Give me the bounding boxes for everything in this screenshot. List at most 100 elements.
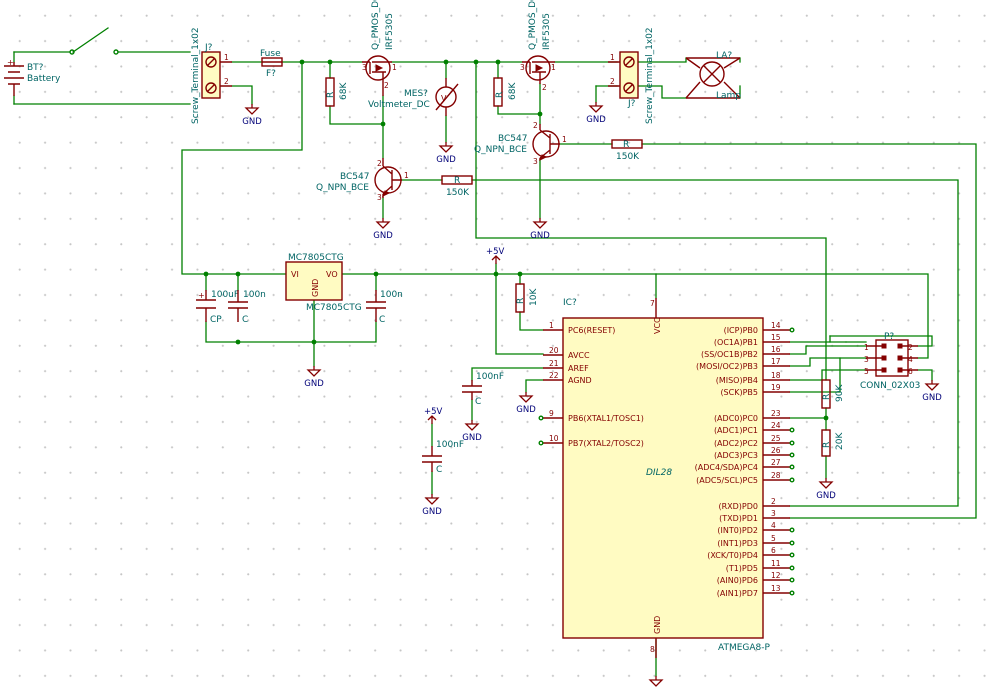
ic-left-pin-label: PB6(XTAL1/TOSC1) xyxy=(568,414,644,423)
ic-right-pin-number: 18 xyxy=(771,371,781,380)
ic-left-pin-number: 1 xyxy=(549,321,554,330)
pmos-transistor-1[interactable]: 3 1 2 Q_PMOS_DGS IRF5305 xyxy=(362,0,397,96)
pmos-transistor-2[interactable]: 3 1 2 Q_PMOS_DGS IRF5305 xyxy=(520,0,556,92)
fuse-value: Fuse xyxy=(260,49,281,59)
ic-vcc-pin: 7 xyxy=(650,299,655,308)
voltage-regulator[interactable]: VI VO GND MC7805CTG MC7805CTG xyxy=(285,253,362,313)
ic-right-pin-label: (SCK)PB5 xyxy=(720,388,758,397)
cap-cp-value: 100uF xyxy=(211,290,239,300)
pmos1-pin-g: 2 xyxy=(384,81,389,90)
switch-symbol[interactable] xyxy=(69,27,119,55)
pmos2-pin-g: 2 xyxy=(542,83,547,92)
lamp-ref: LA? xyxy=(716,51,732,61)
npn1-pin-b: 1 xyxy=(404,171,409,180)
voltmeter-value: Voltmeter_DC xyxy=(368,100,430,110)
ic-right-pin-number: 24 xyxy=(771,421,781,430)
battery-value: Battery xyxy=(27,74,61,84)
gnd-symbol: GND xyxy=(922,380,942,403)
lamp[interactable]: LA? Lamp xyxy=(685,51,741,101)
resistor-20k[interactable]: R 20K xyxy=(821,429,845,457)
gnd-symbol: GND xyxy=(462,420,482,443)
ic-right-pin-label: (INT0)PD2 xyxy=(717,526,758,535)
terminal-in-pin2: 2 xyxy=(224,77,229,86)
ic-right-pin-label: (TXD)PD1 xyxy=(719,514,758,523)
vcc-symbol: +5V xyxy=(424,407,443,424)
ic-left-pin-number: 20 xyxy=(549,346,559,355)
ic-left-pin-label: PC6(RESET) xyxy=(568,326,615,335)
r150k-a-ref: R xyxy=(454,176,460,186)
r68k-b-value: 68K xyxy=(508,82,518,100)
ic-gnd-label: GND xyxy=(653,616,662,634)
fuse[interactable]: Fuse F? xyxy=(260,49,283,79)
ic-right-pin-label: (INT1)PD3 xyxy=(717,539,758,548)
header-value: CONN_02X03 xyxy=(860,381,920,391)
ic-left-pins: PC6(RESET)1AVCC20AREF21AGND22PB6(XTAL1/T… xyxy=(538,321,644,448)
ic-right-pin-number: 3 xyxy=(771,509,776,518)
gnd-label: GND xyxy=(516,405,536,415)
cap-c2-value: 100n xyxy=(380,290,403,300)
pmos2-part: IRF5305 xyxy=(542,13,552,50)
r68k-b-ref: R xyxy=(495,92,505,98)
pmos1-pin-s: 3 xyxy=(362,63,367,72)
pmos2-pin-s: 3 xyxy=(520,63,525,72)
resistor-68k-a[interactable]: R 68K xyxy=(325,77,349,107)
capacitor-c1[interactable]: 100n C xyxy=(228,290,266,325)
pmos2-value: Q_PMOS_DGS xyxy=(528,0,538,50)
header-pin-3: 3 xyxy=(864,355,869,364)
resistor-150k-a[interactable]: R 150K xyxy=(441,175,473,198)
resistor-90k[interactable]: R 90K xyxy=(821,379,845,409)
gnd-label: GND xyxy=(304,379,324,389)
r150k-b-ref: R xyxy=(623,140,629,150)
gnd-label: GND xyxy=(373,231,393,241)
ic-right-pin-label: (SS/OC1B)PB2 xyxy=(701,350,758,359)
resistor-150k-b[interactable]: R 150K xyxy=(611,139,643,162)
ic-right-pin-number: 16 xyxy=(771,345,781,354)
ic-left-pin-number: 9 xyxy=(549,409,554,418)
capacitor-cp[interactable]: + 100uF CP xyxy=(196,290,239,325)
terminal-in-value: Screw_Terminal_1x02 xyxy=(191,27,201,124)
ic-right-pin-number: 12 xyxy=(771,571,781,580)
voltmeter[interactable]: V MES? Voltmeter_DC xyxy=(368,78,459,116)
ic-right-pin-number: 14 xyxy=(771,321,781,330)
terminal-out-ref: J? xyxy=(627,99,636,109)
ic-right-pin-number: 13 xyxy=(771,584,781,593)
gnd-label: GND xyxy=(586,115,606,125)
ic-right-pin-label: (ADC3)PC3 xyxy=(714,451,758,460)
npn-transistor-1[interactable]: 1 2 3 BC547 Q_NPN_BCE xyxy=(316,158,409,202)
resistor-10k[interactable]: R 10K xyxy=(515,283,539,313)
power-symbols: GNDGNDGNDGNDGNDGNDGNDGNDGNDGNDGNDGND+5V+… xyxy=(242,102,942,687)
ic-left-pin-label: AREF xyxy=(568,364,589,373)
ic-right-pin-label: (OC1A)PB1 xyxy=(714,338,758,347)
r90k-value: 90K xyxy=(835,384,845,402)
ic-right-pin-label: (ADC4/SDA)PC4 xyxy=(695,463,758,472)
resistor-68k-b[interactable]: R 68K xyxy=(493,77,518,107)
cap-c1-value: 100n xyxy=(243,290,266,300)
gnd-label: GND xyxy=(816,491,836,501)
terminal-out-pin2: 2 xyxy=(610,77,615,86)
terminal-out[interactable]: 1 2 J? Screw_Terminal_1x02 xyxy=(608,27,655,124)
battery-symbol[interactable]: BT? Battery + xyxy=(4,58,61,96)
gnd-label: GND xyxy=(422,507,442,517)
ic-right-pin-label: (T1)PD5 xyxy=(726,564,758,573)
ic-right-pin-number: 19 xyxy=(771,383,781,392)
header-conn-02x03[interactable]: 1 2 3 4 5 6 P? CONN_02X03 xyxy=(860,332,920,391)
ic-left-pin-number: 21 xyxy=(549,359,559,368)
atmega8-ic[interactable]: IC? DIL28 ATMEGA8-P VCC 7 GND 8 PC6(RESE… xyxy=(538,298,795,658)
regulator-gnd: GND xyxy=(311,279,320,297)
npn-transistor-2[interactable]: 1 2 3 BC547 Q_NPN_BCE xyxy=(474,121,567,166)
terminal-in[interactable]: 1 2 J? Screw_Terminal_1x02 xyxy=(191,27,232,124)
capacitor-c2[interactable]: 100n C xyxy=(366,290,403,325)
r90k-ref: R xyxy=(822,394,832,400)
npn1-value: BC547 xyxy=(340,172,369,182)
gnd-symbol: GND xyxy=(304,366,324,389)
ic-right-pin-number: 27 xyxy=(771,458,781,467)
gnd-symbol: GND xyxy=(436,142,456,165)
ic-gnd-pin: 8 xyxy=(650,645,655,654)
gnd-symbol: GND xyxy=(648,676,664,687)
ic-vcc-label: VCC xyxy=(653,317,662,334)
capacitor-aref[interactable]: 100nF C xyxy=(462,372,504,407)
header-pin-4: 4 xyxy=(908,355,913,364)
capacitor-c4[interactable]: 100nF C xyxy=(422,440,464,475)
ic-right-pin-label: (MISO)PB4 xyxy=(716,376,758,385)
